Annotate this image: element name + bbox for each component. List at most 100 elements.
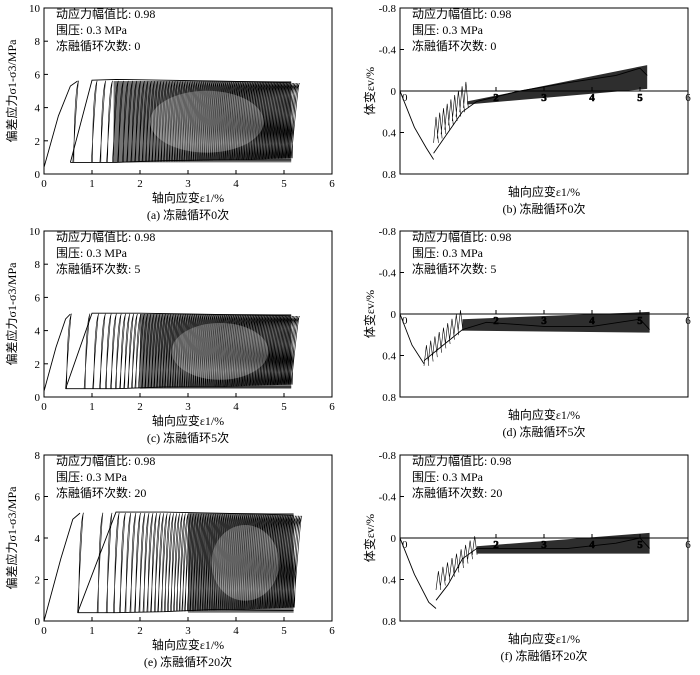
volume-strain-band xyxy=(476,532,650,554)
y-tick-label: -0.4 xyxy=(379,492,397,504)
data-layer xyxy=(400,532,650,609)
x-tick-label: 6 xyxy=(329,625,335,637)
x-tick-label: 0 xyxy=(402,92,408,104)
x-tick-label: 2 xyxy=(493,92,499,104)
x-tick-label: 0 xyxy=(41,178,47,190)
annotation-line: 围压: 0.3 MPa xyxy=(56,246,128,260)
x-axis-label: 轴向应变ε1/% xyxy=(508,407,580,422)
series-line-1 xyxy=(435,537,650,601)
y-tick-label: 0.8 xyxy=(382,616,396,628)
y-tick-label: -0.8 xyxy=(379,450,397,462)
y-tick-label: 6 xyxy=(35,69,41,81)
data-layer xyxy=(44,312,300,392)
y-tick-label: 8 xyxy=(35,36,41,48)
x-tick-label: 4 xyxy=(589,92,595,104)
y-tick-label: 8 xyxy=(35,259,41,271)
y-tick-label: 0 xyxy=(391,86,397,98)
x-tick-label: 4 xyxy=(589,315,595,327)
y-tick-label: 0.4 xyxy=(382,575,396,587)
series-line-0 xyxy=(400,313,425,365)
annotation-line: 动应力幅值比: 0.98 xyxy=(412,6,511,21)
x-tick-label: 5 xyxy=(281,178,287,190)
x-tick-label: 4 xyxy=(233,625,239,637)
series-line-2 xyxy=(77,609,294,614)
x-tick-label: 2 xyxy=(493,315,499,327)
y-tick-label: -0.8 xyxy=(379,226,397,238)
annotation-line: 动应力幅值比: 0.98 xyxy=(412,453,511,468)
x-tick-label: 6 xyxy=(685,539,691,551)
series-line-1 xyxy=(69,78,292,163)
data-layer xyxy=(400,310,650,366)
y-tick-label: 0 xyxy=(391,309,397,321)
y-axis-label: 偏差应力σ1-σ3/MPa xyxy=(4,262,19,366)
x-axis-label: 轴向应变ε1/% xyxy=(508,631,580,646)
series-line-2 xyxy=(65,386,292,390)
series-line-0 xyxy=(400,90,434,160)
x-tick-label: 5 xyxy=(281,401,287,413)
y-axis-label: 体变εv/% xyxy=(362,514,377,562)
series-line-1 xyxy=(77,511,294,613)
annotation-line: 动应力幅值比: 0.98 xyxy=(56,453,155,468)
loop-density-highlight xyxy=(171,322,269,380)
x-tick-label: 6 xyxy=(685,315,691,327)
series-line-0 xyxy=(44,313,71,392)
x-tick-label: 5 xyxy=(281,625,287,637)
x-tick-label: 4 xyxy=(589,539,595,551)
data-layer xyxy=(400,65,648,160)
y-tick-label: -0.4 xyxy=(379,45,397,57)
annotation-line: 围压: 0.3 MPa xyxy=(56,23,128,37)
y-tick-label: -0.8 xyxy=(379,3,397,15)
annotation-line: 围压: 0.3 MPa xyxy=(56,470,128,484)
y-tick-label: 6 xyxy=(35,292,41,304)
annotation-line: 围压: 0.3 MPa xyxy=(412,470,484,484)
y-tick-label: 6 xyxy=(35,492,41,504)
x-tick-label: 4 xyxy=(233,401,239,413)
y-tick-label: 10 xyxy=(29,226,41,238)
x-tick-label: 0 xyxy=(402,539,408,551)
y-axis-label: 体变εv/% xyxy=(362,67,377,115)
x-tick-label: 2 xyxy=(493,539,499,551)
x-tick-label: 2 xyxy=(137,401,143,413)
x-tick-label: 5 xyxy=(637,315,643,327)
annotation-line: 动应力幅值比: 0.98 xyxy=(56,229,155,244)
annotation-line: 围压: 0.3 MPa xyxy=(412,23,484,37)
y-tick-label: 4 xyxy=(35,326,41,338)
y-tick-label: 8 xyxy=(35,450,41,462)
x-axis-label: 轴向应变ε1/% xyxy=(152,413,224,428)
y-tick-label: 10 xyxy=(29,3,41,15)
y-tick-label: 4 xyxy=(35,533,41,545)
x-tick-label: 3 xyxy=(541,315,547,327)
x-tick-label: 0 xyxy=(402,315,408,327)
x-axis-label: 轴向应变ε1/% xyxy=(152,637,224,652)
x-tick-label: 4 xyxy=(233,178,239,190)
y-axis-label: 偏差应力σ1-σ3/MPa xyxy=(4,39,19,143)
x-tick-label: 3 xyxy=(541,92,547,104)
x-tick-label: 0 xyxy=(41,625,47,637)
data-layer xyxy=(44,511,303,621)
annotation-line: 动应力幅值比: 0.98 xyxy=(412,229,511,244)
y-tick-label: 0.8 xyxy=(382,169,396,181)
x-tick-label: 3 xyxy=(541,539,547,551)
x-tick-label: 1 xyxy=(89,625,95,637)
x-tick-label: 6 xyxy=(329,401,335,413)
x-tick-label: 3 xyxy=(185,178,191,190)
annotation-line: 围压: 0.3 MPa xyxy=(412,246,484,260)
y-tick-label: 0 xyxy=(391,533,397,545)
y-tick-label: 0.8 xyxy=(382,392,396,404)
annotation-line: 冻融循环次数: 5 xyxy=(56,261,140,276)
x-tick-label: 3 xyxy=(185,625,191,637)
panel-caption: (c) 冻融循环5次 xyxy=(147,430,229,445)
panel-caption: (e) 冻融循环20次 xyxy=(144,654,232,669)
annotation-line: 冻融循环次数: 20 xyxy=(56,485,146,500)
dense-loops-region xyxy=(188,513,294,613)
annotation-line: 冻融循环次数: 0 xyxy=(412,38,496,53)
y-tick-label: 0 xyxy=(35,616,41,628)
dense-loops-region xyxy=(140,314,292,389)
x-axis-label: 轴向应变ε1/% xyxy=(508,184,580,199)
